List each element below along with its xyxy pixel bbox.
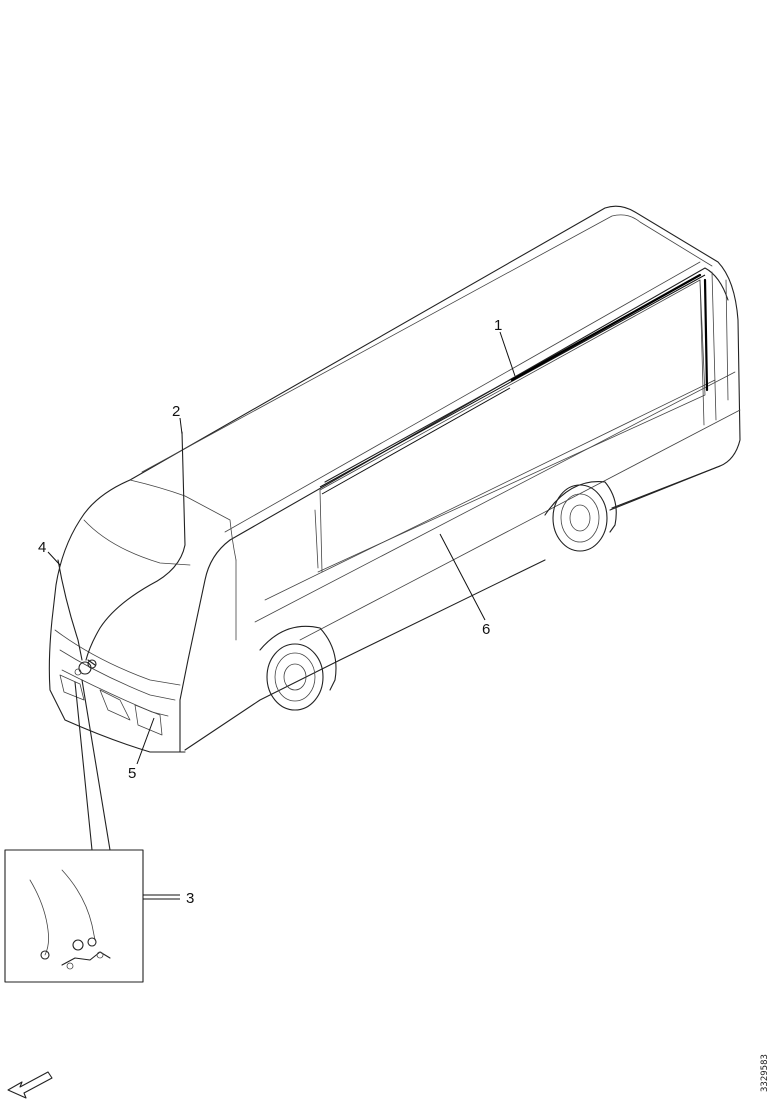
rear-wheel — [544, 481, 617, 552]
callout-6: 6 — [482, 621, 490, 638]
callout-1: 1 — [494, 317, 502, 334]
callout-4: 4 — [38, 539, 46, 556]
wiring-harness — [57, 273, 709, 676]
figure-id: 3329583 — [760, 1054, 770, 1092]
connector-detail-inset — [4, 679, 144, 983]
callout-5: 5 — [128, 765, 136, 782]
callout-3: 3 — [186, 890, 194, 907]
leader-lines — [47, 331, 516, 900]
callout-2: 2 — [172, 403, 180, 420]
forward-direction-arrow-icon — [7, 1071, 53, 1099]
bus-body — [48, 205, 741, 753]
front-wheel — [259, 625, 337, 711]
